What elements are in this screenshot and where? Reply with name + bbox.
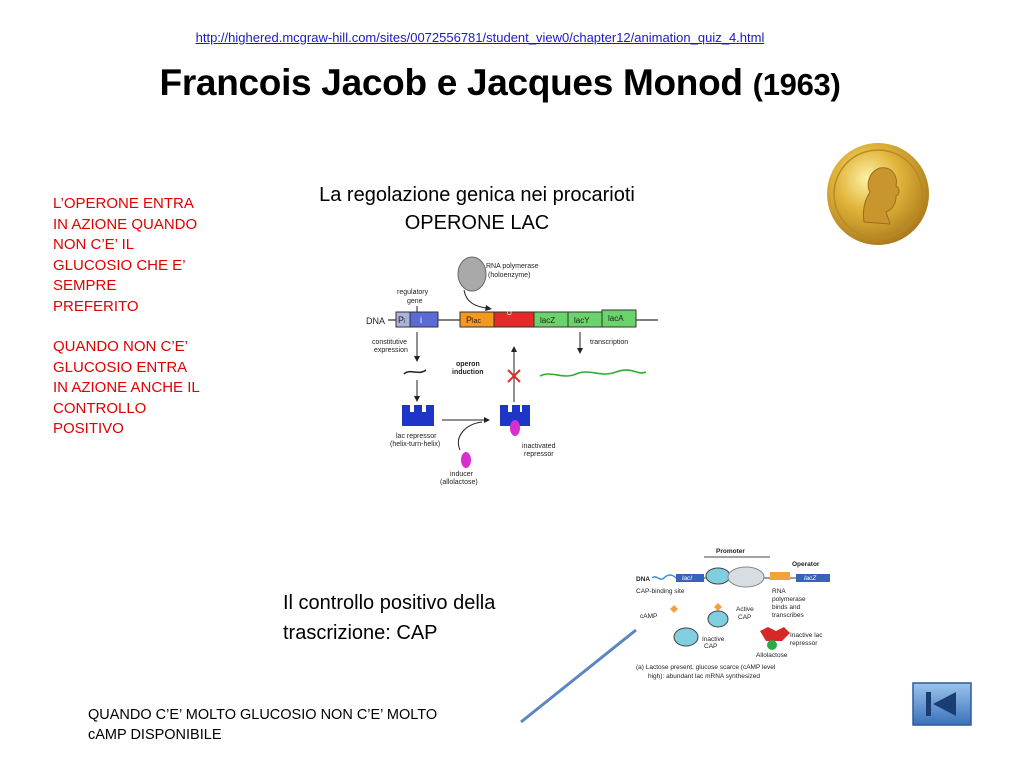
label-laci: lacI (682, 575, 692, 582)
label-camp: cAMP (640, 613, 657, 620)
label-expression: expression (374, 347, 408, 354)
label-laca: lacA (608, 314, 624, 323)
label-dna: DNA (636, 576, 650, 583)
side-note-positive-control: QUANDO NON C’E’ GLUCOSIO ENTRA IN AZIONE… (53, 338, 200, 437)
label-active-1: Active (736, 606, 754, 613)
label-p-lac-sub: lac (472, 318, 481, 325)
cap-text-line-2: trascrizione: CAP (283, 622, 438, 644)
subtitle-line-2: OPERONE LAC (404, 212, 550, 234)
subtitle: La regolazione genica nei procarioti OPE… (262, 181, 692, 237)
label-p-lac: P (466, 315, 472, 325)
label-i-gene: i (420, 315, 422, 325)
label-cap-binding-site: CAP-binding site (636, 588, 685, 595)
label-rna-1: RNA (772, 588, 786, 595)
label-dna: DNA (366, 316, 385, 326)
subtitle-line-1: La regolazione genica nei procarioti (319, 184, 635, 206)
label-lacz: lacZ (540, 316, 555, 325)
svg-text:Pi: Pi (398, 315, 405, 325)
bottom-note-line-1: QUANDO C’E’ MOLTO GLUCOSIO NON C’E’ MOLT… (88, 707, 438, 723)
label-caption-1: (a) Lactose present, glucose scarce (cAM… (636, 664, 776, 671)
label-allolactose: (allolactose) (440, 479, 478, 486)
label-inactivated: inactivated (522, 443, 556, 450)
label-helix-turn-helix: (helix-turn-helix) (390, 441, 440, 448)
label-inducer: inducer (450, 471, 474, 478)
svg-text:Plac: Plac (466, 315, 481, 325)
title-year: (1963) (752, 67, 841, 102)
title-main: Francois Jacob e Jacques Monod (159, 62, 743, 103)
label-allolactose: Allolactose (756, 652, 788, 659)
skip-to-start-icon (926, 692, 956, 716)
label-transcription: transcription (590, 339, 628, 346)
label-p-i-sub: i (404, 319, 405, 325)
side-note-operon: L’OPERONE ENTRA IN AZIONE QUANDO NON C’E… (53, 195, 198, 315)
label-inactive-1: Inactive (702, 636, 725, 643)
cap-text-line-1: Il controllo positivo della (283, 592, 496, 614)
label-regulatory: regulatory (397, 289, 429, 296)
page-title: Francois Jacob e Jacques Monod (1963) (0, 62, 1000, 104)
label-operator: Operator (792, 561, 820, 568)
lac-operon-diagram: RNA polymerase (holoenzyme) regulatory g… (366, 256, 658, 486)
label-constitutive: constitutive (372, 339, 407, 346)
bottom-note-line-2: cAMP DISPONIBILE (88, 727, 222, 743)
label-rna-polymerase: RNA polymerase (486, 263, 539, 270)
label-holoenzyme: (holoenzyme) (488, 272, 530, 279)
label-caption-2: high): abundant lac mRNA synthesized (648, 673, 760, 680)
label-lacz: lacZ (804, 575, 817, 582)
nobel-medal-icon (827, 143, 929, 245)
label-active-2: CAP (738, 614, 751, 621)
label-p-i: P (398, 315, 404, 325)
label-induction: induction (452, 369, 484, 376)
bottom-note: QUANDO C’E’ MOLTO GLUCOSIO NON C’E’ MOLT… (88, 705, 528, 745)
label-lacy: lacY (574, 316, 590, 325)
skip-to-start-button[interactable] (912, 682, 972, 726)
label-operator: O (507, 311, 512, 317)
label-promoter: Promoter (716, 548, 745, 555)
label-rna-2: polymerase (772, 596, 806, 603)
source-url-link[interactable]: http://highered.mcgraw-hill.com/sites/00… (195, 30, 765, 45)
label-lac-repressor: lac repressor (396, 433, 437, 440)
label-inactive-lac-1: Inactive lac (790, 632, 823, 639)
label-repressor: repressor (524, 451, 554, 458)
label-inactive-2: CAP (704, 643, 717, 650)
label-gene: gene (407, 298, 423, 305)
side-notes: L’OPERONE ENTRA IN AZIONE QUANDO NON C’E… (53, 194, 203, 460)
cap-diagram: Promoter Operator DNA lacI lacZ CAP-bind… (636, 548, 830, 680)
label-operon: operon (456, 361, 480, 368)
label-inactive-lac-2: repressor (790, 640, 818, 647)
cap-text: Il controllo positivo della trascrizione… (283, 588, 583, 648)
label-rna-4: transcribes (772, 612, 805, 619)
label-rna-3: binds and (772, 604, 801, 611)
